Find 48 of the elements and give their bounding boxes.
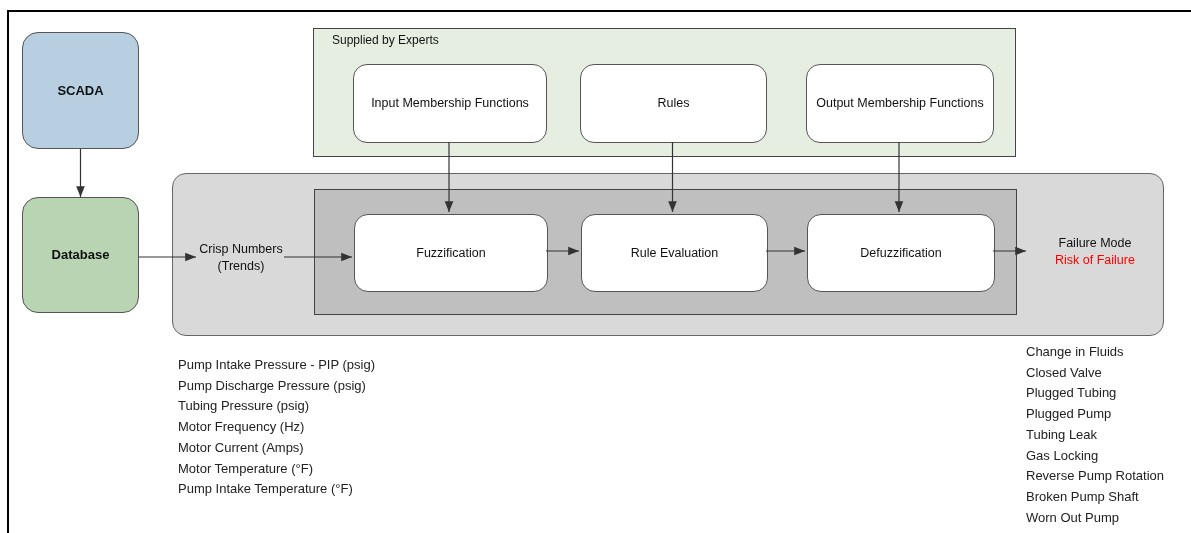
process-box (806, 64, 994, 143)
failure-mode-item: Tubing Leak (1026, 425, 1099, 444)
failure-mode-item: Worn Out Pump (1026, 508, 1120, 527)
failure-mode-item: Change in Fluids (1026, 343, 1125, 361)
failure-mode-item: Closed Valve (1026, 363, 1103, 382)
arrow (444, 141, 454, 213)
node-label: SCADA (57, 81, 104, 100)
node-label: Failure Mode (1058, 235, 1132, 252)
process-box (353, 64, 547, 143)
node-label: Fuzzification (416, 244, 486, 262)
node-label: Defuzzification (860, 244, 942, 262)
arrow (138, 252, 197, 262)
failure-mode-item: Gas Locking (1026, 446, 1100, 465)
failure-mode-item: Reverse Pump Rotation (1026, 467, 1164, 486)
group-title: Supplied by Experts (332, 32, 439, 49)
input-variable: Pump Intake Pressure - PIP (psig) (178, 356, 375, 374)
node-label: Risk of Failure (1055, 252, 1135, 269)
process-box (807, 214, 995, 292)
input-variable: Motor Frequency (Hz) (178, 418, 306, 437)
group-panel (313, 28, 1016, 157)
process-panel (314, 189, 1017, 315)
failure-mode-item: Broken Pump Shaft (1026, 487, 1140, 506)
arrow (545, 246, 580, 256)
arrow (283, 252, 353, 262)
container-panel (172, 173, 1164, 336)
arrow (992, 246, 1027, 256)
failure-mode-item: Plugged Pump (1026, 405, 1113, 424)
system-box (22, 32, 139, 149)
node-label: Rule Evaluation (630, 244, 719, 262)
process-box (580, 64, 767, 143)
process-box (354, 214, 548, 292)
input-variable: Motor Temperature (°F) (178, 459, 314, 478)
node-label: Output Membership Functions (816, 95, 984, 112)
process-box (581, 214, 768, 292)
input-variable: Pump Discharge Pressure (psig) (178, 376, 367, 395)
database-box (22, 197, 139, 313)
arrow (894, 141, 904, 213)
arrow (76, 148, 85, 198)
node-label: Crisp Numbers (Trends) (198, 241, 284, 275)
node-label: Rules (657, 95, 690, 112)
arrow (668, 141, 677, 213)
input-variable: Motor Current (Amps) (178, 438, 305, 457)
arrow (765, 246, 806, 256)
node-label: Input Membership Functions (371, 95, 529, 112)
input-variable: Tubing Pressure (psig) (178, 397, 310, 416)
input-variable: Pump Intake Temperature (°F) (178, 480, 354, 499)
node-label: Database (51, 246, 110, 264)
failure-mode-item: Plugged Tubing (1026, 384, 1118, 403)
